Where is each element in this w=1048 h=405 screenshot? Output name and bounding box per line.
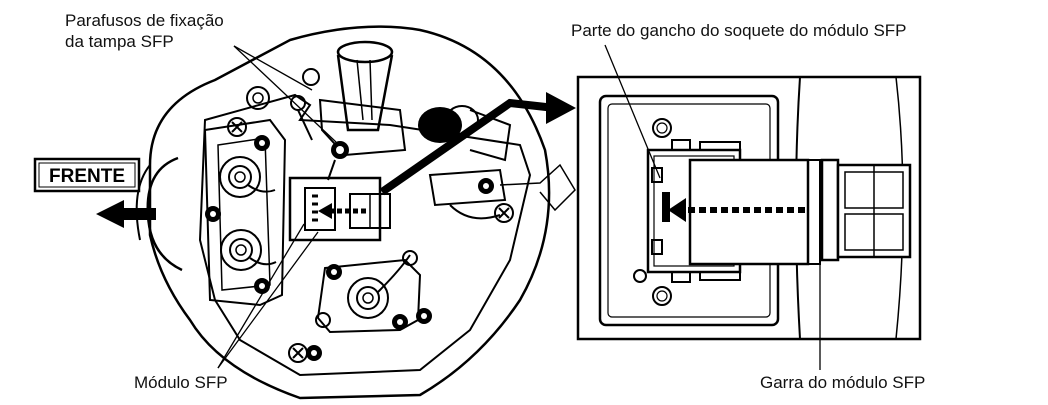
sfp-module-label: Módulo SFP [134, 373, 228, 392]
cover-screws-label-line1: Parafusos de fixação [65, 11, 224, 30]
insert-arrowhead-icon [668, 198, 686, 222]
screw-icon [288, 343, 308, 363]
sfp-cover-screw-icon [290, 95, 313, 141]
leader-lines [217, 44, 821, 370]
arrowhead-icon [546, 92, 576, 124]
insert-arrowhead-icon [318, 203, 332, 219]
socket-hook-label: Parte do gancho do soquete do módulo SFP [571, 21, 907, 40]
screw-icon [478, 178, 494, 194]
screw-icon [302, 68, 320, 86]
screw-icon [254, 278, 270, 294]
front-arrow-icon [96, 200, 156, 228]
detail-callout-arrow [379, 92, 576, 196]
screw-icon [306, 345, 322, 361]
front-indicator: FRENTE [33, 157, 156, 228]
screw-icon [392, 314, 408, 330]
sfp-cover-screw-icon [327, 141, 349, 181]
module-claw-label: Garra do módulo SFP [760, 373, 925, 392]
screw-icon [315, 312, 331, 328]
cover-screws-label-line2: da tampa SFP [65, 32, 174, 51]
screw-icon [416, 308, 432, 324]
camera-body-illustration [135, 25, 576, 400]
screw-icon [246, 86, 270, 110]
screw-icon [227, 117, 247, 137]
screw-icon [326, 264, 342, 280]
screw-icon [205, 206, 221, 222]
screw-icon [254, 135, 270, 151]
sfp-detail-view [576, 75, 922, 341]
screw-icon [402, 250, 418, 266]
screw-icon [494, 203, 514, 223]
front-label: FRENTE [49, 166, 125, 187]
